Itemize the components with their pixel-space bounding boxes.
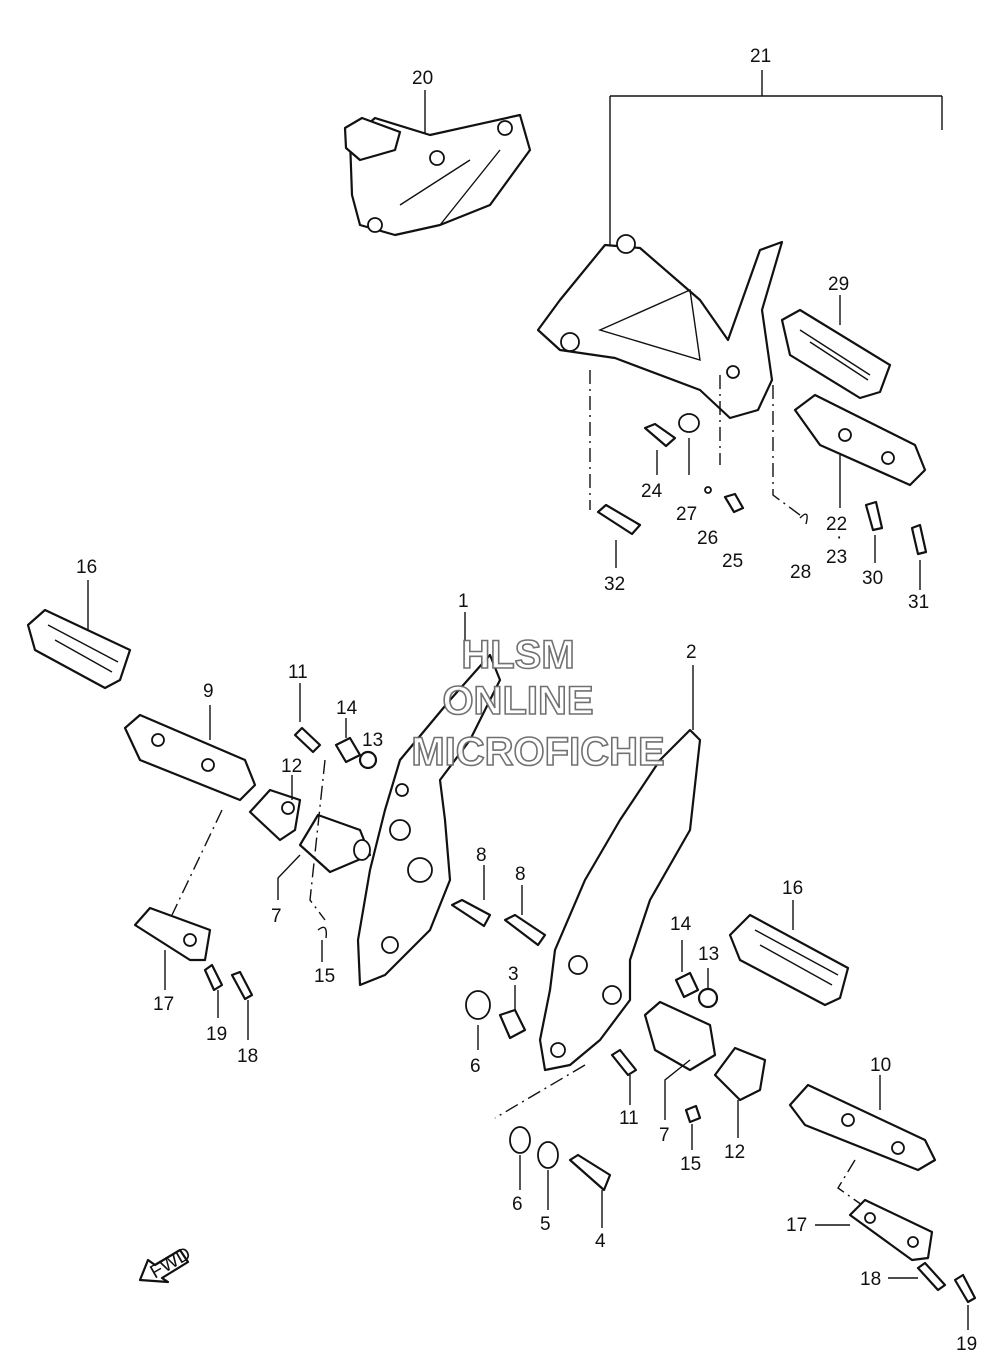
part-1-bracket-left bbox=[356, 653, 502, 987]
callout-2: 2 bbox=[686, 642, 697, 663]
callout-22-23-dot: · bbox=[836, 527, 842, 548]
part-15-clip-right bbox=[684, 1104, 702, 1124]
callout-9: 9 bbox=[203, 681, 214, 702]
callout-4: 4 bbox=[595, 1231, 606, 1252]
part-2-bracket-right bbox=[538, 728, 702, 1072]
part-7-bracket-right bbox=[643, 1000, 717, 1072]
callout-20: 20 bbox=[412, 68, 433, 89]
callout-5: 5 bbox=[540, 1214, 551, 1235]
callout-6-b: 6 bbox=[512, 1194, 523, 1215]
callout-13-left: 13 bbox=[362, 730, 383, 751]
part-18-19-screws-left bbox=[203, 963, 254, 1001]
part-13-spring-right bbox=[697, 987, 719, 1009]
callout-31: 31 bbox=[908, 592, 929, 613]
callout-25: 25 bbox=[722, 551, 743, 572]
callout-12-left: 12 bbox=[281, 756, 302, 777]
callout-15-left: 15 bbox=[314, 966, 335, 987]
part-9-footrest-left bbox=[123, 713, 257, 802]
callout-7-right: 7 bbox=[659, 1125, 670, 1146]
part-4-bolt bbox=[568, 1153, 612, 1192]
callout-14-right: 14 bbox=[670, 914, 692, 935]
part-17-holder-left bbox=[133, 906, 212, 962]
part-21-bracket-bracket bbox=[536, 70, 943, 420]
part-7-bracket-left bbox=[298, 813, 372, 874]
part-20-rear-bracket bbox=[343, 113, 532, 237]
part-13-spring-left bbox=[358, 750, 378, 770]
part-14-collar-left bbox=[334, 736, 362, 764]
part-12-plate-right bbox=[713, 1046, 767, 1102]
callout-32: 32 bbox=[604, 574, 625, 595]
callout-6-a: 6 bbox=[470, 1056, 481, 1077]
callout-15-right: 15 bbox=[680, 1154, 701, 1175]
callout-27: 27 bbox=[676, 504, 697, 525]
callout-1: 1 bbox=[458, 591, 469, 612]
callout-13-right: 13 bbox=[698, 944, 719, 965]
callout-11-right: 11 bbox=[619, 1108, 639, 1129]
watermark-line-3: MICROFICHE bbox=[411, 730, 664, 774]
part-14-collar-right bbox=[674, 971, 700, 999]
callout-labels: 20 21 29 24 27 26 25 22 · 23 32 28 30 31… bbox=[76, 46, 977, 1355]
part-8-bolts bbox=[450, 898, 547, 947]
forward-arrow-icon: FWD bbox=[138, 1243, 195, 1283]
callout-16-right: 16 bbox=[782, 878, 803, 899]
callout-28: 28 bbox=[790, 562, 811, 583]
callout-26: 26 bbox=[697, 528, 718, 549]
part-15-clip-left bbox=[317, 926, 328, 939]
callout-12-right: 12 bbox=[724, 1142, 745, 1163]
part-3-nut bbox=[498, 1008, 527, 1040]
callout-8-b: 8 bbox=[515, 864, 526, 885]
callout-17-left: 17 bbox=[153, 994, 174, 1015]
callout-19-left: 19 bbox=[206, 1024, 227, 1045]
callout-19-right: 19 bbox=[956, 1334, 977, 1355]
callout-30: 30 bbox=[862, 568, 883, 589]
callout-18-left: 18 bbox=[237, 1046, 258, 1067]
part-12-plate-left bbox=[248, 788, 302, 842]
callout-22: 22 bbox=[826, 514, 847, 535]
callout-3: 3 bbox=[508, 964, 519, 985]
hardware-cluster-21 bbox=[589, 370, 928, 590]
part-18-19-screws-right bbox=[916, 1261, 977, 1304]
part-10-footrest-right bbox=[788, 1083, 937, 1172]
callout-21: 21 bbox=[750, 46, 771, 67]
callout-17-right: 17 bbox=[786, 1215, 807, 1236]
part-29-footrest-rubber bbox=[780, 308, 892, 400]
watermark-line-1: HLSM bbox=[461, 633, 574, 677]
callout-16-left: 16 bbox=[76, 557, 97, 578]
callout-18-right: 18 bbox=[860, 1269, 881, 1290]
part-16-footrest-rubber-right bbox=[728, 913, 850, 1007]
callout-24: 24 bbox=[641, 481, 663, 502]
callout-11-left: 11 bbox=[288, 662, 308, 683]
callout-14-left: 14 bbox=[336, 698, 358, 719]
watermark-line-2: ONLINE bbox=[442, 679, 593, 723]
watermark: HLSM ONLINE MICROFICHE bbox=[411, 632, 666, 775]
part-6-washer-center bbox=[465, 990, 491, 1020]
part-17-holder-right bbox=[848, 1198, 934, 1262]
part-16-footrest-rubber-left bbox=[26, 608, 132, 690]
part-11-pin-left bbox=[293, 726, 322, 754]
part-6-washer-lower bbox=[509, 1126, 531, 1154]
callout-23: 23 bbox=[826, 547, 847, 568]
part-11-pin-right bbox=[610, 1048, 638, 1077]
fwd-label: FWD bbox=[147, 1243, 195, 1283]
part-22-footrest bbox=[793, 393, 927, 487]
callout-29: 29 bbox=[828, 274, 849, 295]
part-5-washer bbox=[537, 1141, 559, 1169]
callout-10: 10 bbox=[870, 1055, 891, 1076]
callout-8-a: 8 bbox=[476, 845, 487, 866]
callout-7-left: 7 bbox=[271, 906, 282, 927]
